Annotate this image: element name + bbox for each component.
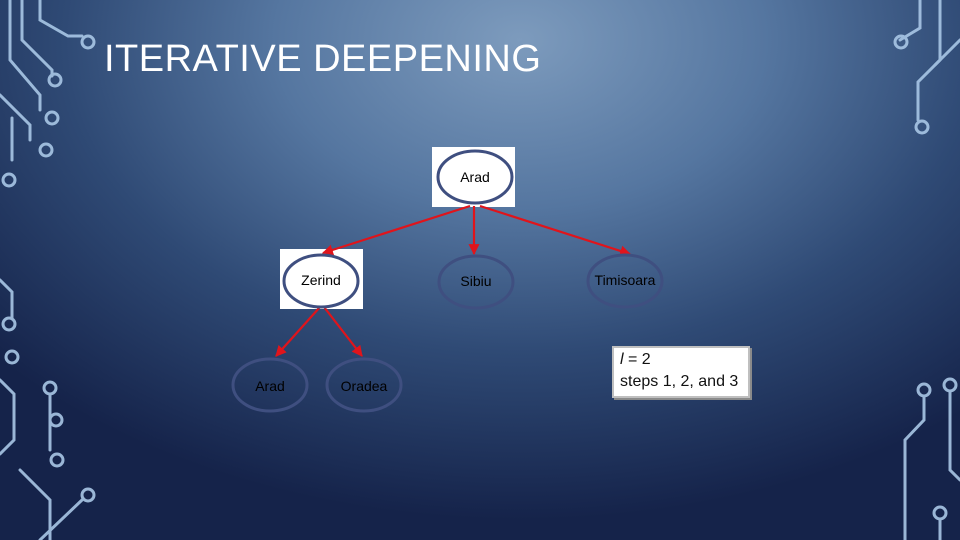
node-label-zerind: Zerind <box>301 272 341 288</box>
edge-zerind-oradea <box>323 306 363 357</box>
node-label-timisoara: Timisoara <box>595 272 656 288</box>
edge-arad-timisoara <box>479 204 632 257</box>
node-sibiu <box>437 254 515 310</box>
edge-zerind-arad <box>275 306 321 357</box>
node-oradea <box>325 357 403 413</box>
steps-text: steps 1, 2, and 3 <box>620 373 739 390</box>
depth-limit-box <box>612 346 750 398</box>
edge-arad-zerind <box>321 204 471 256</box>
depth-limit-text: l = 2 <box>620 351 651 369</box>
node-label-oradea: Oradea <box>341 378 388 394</box>
node-zerind <box>282 253 360 309</box>
node-arad-leaf <box>231 357 309 413</box>
node-timisoara <box>586 253 664 309</box>
limit-variable: l <box>620 351 624 368</box>
limit-value: = 2 <box>623 351 651 368</box>
node-arad-root <box>436 149 514 205</box>
node-label-arad-root: Arad <box>460 169 490 185</box>
node-label-arad-leaf: Arad <box>255 378 285 394</box>
node-label-sibiu: Sibiu <box>460 273 491 289</box>
slide-title: ITERATIVE DEEPENING <box>104 38 542 80</box>
